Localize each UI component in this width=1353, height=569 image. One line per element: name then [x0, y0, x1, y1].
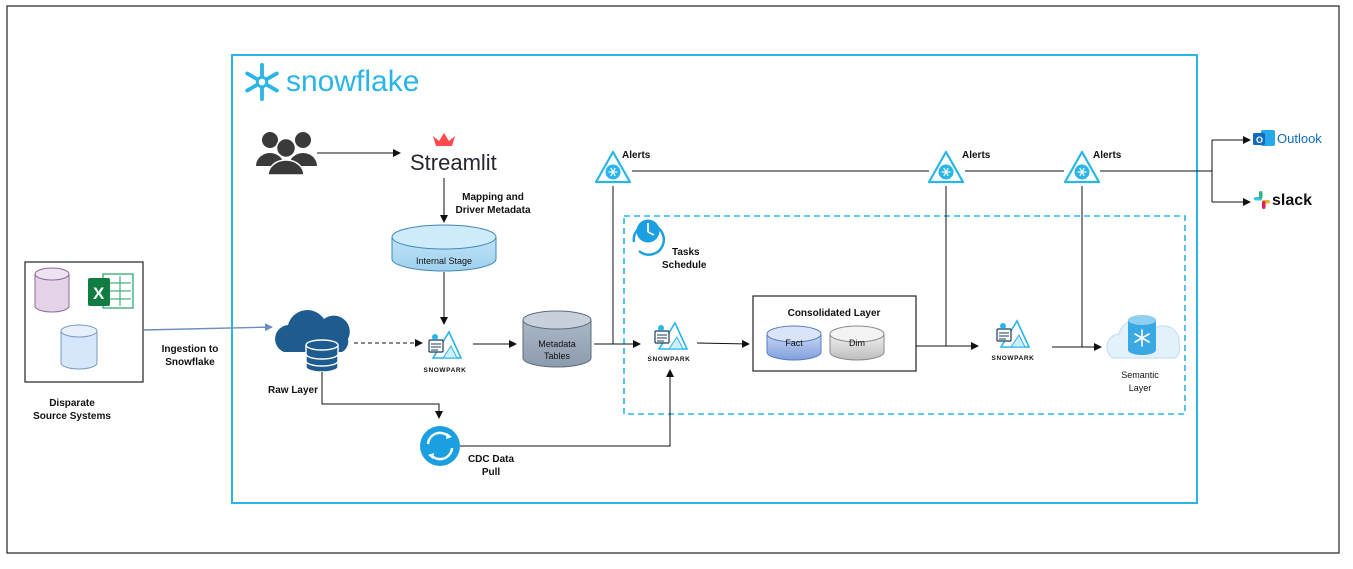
fact-cylinder [766, 325, 822, 361]
sources-label: Disparate [49, 398, 95, 409]
outer-frame [6, 5, 1340, 554]
streamlit-icon [433, 133, 455, 146]
metadata-tables-label: Metadata [538, 339, 576, 349]
internal-stage-label: Internal Stage [416, 256, 472, 266]
snowpark-icon [428, 331, 462, 359]
internal-stage-cylinder [391, 224, 497, 272]
snowpark-label: SNOWPARK [424, 367, 467, 374]
snowflake-logo-icon [245, 63, 279, 101]
database-icon [34, 267, 70, 313]
streamlit-name: Streamlit [410, 150, 497, 175]
snowpark-label: SNOWPARK [648, 356, 691, 363]
brand-name: snowflake [286, 65, 419, 98]
slack-icon [1254, 191, 1270, 209]
cdc-label: CDC Data [468, 454, 515, 465]
dim-cylinder [829, 325, 885, 361]
sync-icon [420, 426, 460, 466]
users-icon [256, 132, 317, 176]
ingestion-label: Ingestion to [162, 344, 219, 355]
fact-label: Fact [785, 338, 803, 348]
snowpark-icon [996, 320, 1030, 348]
metadata-tables-cylinder [522, 310, 592, 368]
outlook-icon: O [1253, 130, 1275, 146]
semantic-label: Semantic [1121, 370, 1159, 380]
raw-layer-label: Raw Layer [268, 385, 318, 396]
outlook-label: Outlook [1277, 131, 1322, 146]
excel-icon: X [88, 273, 134, 309]
snowpark-icon [654, 322, 688, 350]
tasks-label: Tasks [672, 247, 700, 258]
database-icon [60, 324, 98, 370]
svg-text:O: O [1256, 135, 1263, 145]
consolidated-title: Consolidated Layer [788, 308, 881, 319]
alerts-label: Alerts [622, 150, 651, 161]
snowflake-boundary [231, 54, 1198, 504]
dim-label: Dim [849, 338, 865, 348]
tasks-boundary [623, 215, 1186, 415]
ingestion-arrow [142, 323, 273, 332]
snowpark-label: SNOWPARK [992, 355, 1035, 362]
slack-label: slack [1272, 192, 1312, 209]
ingestion-label: Snowflake [165, 357, 215, 368]
alerts-label: Alerts [1093, 150, 1122, 161]
mapping-label: Mapping and [462, 192, 524, 203]
tasks-label: Schedule [662, 260, 707, 271]
svg-text:X: X [93, 284, 105, 303]
alert-icon [927, 150, 965, 184]
metadata-tables-label: Tables [544, 351, 571, 361]
clock-icon [632, 219, 665, 256]
cloud-database-icon [275, 310, 350, 373]
sources-label: Source Systems [33, 411, 111, 422]
mapping-label: Driver Metadata [455, 205, 530, 216]
semantic-label: Layer [1129, 383, 1152, 393]
cdc-label: Pull [482, 467, 501, 478]
semantic-layer-icon [1106, 315, 1181, 359]
alerts-label: Alerts [962, 150, 991, 161]
